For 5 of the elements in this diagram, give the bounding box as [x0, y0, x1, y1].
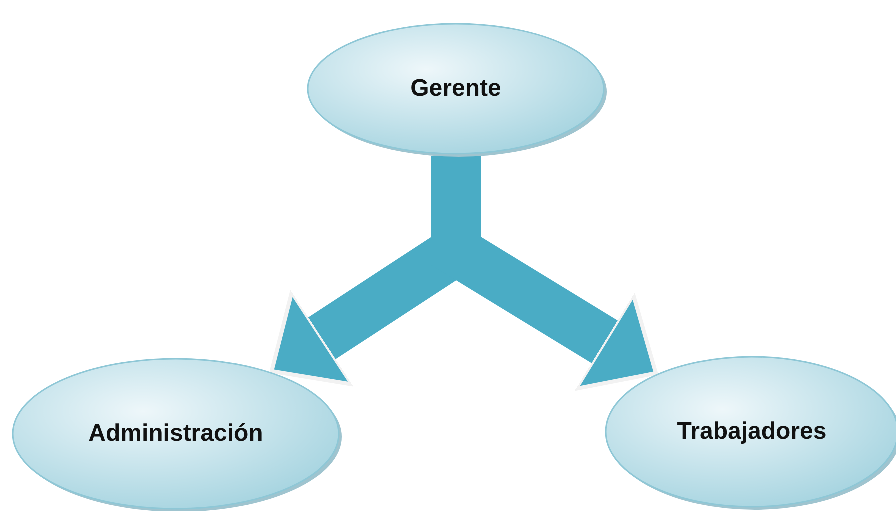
ellipse-node	[11, 357, 341, 511]
ellipse-node	[306, 22, 606, 156]
node-label: Gerente	[410, 75, 502, 103]
node-label: Administración	[88, 420, 264, 448]
node-label: Trabajadores	[676, 418, 828, 446]
